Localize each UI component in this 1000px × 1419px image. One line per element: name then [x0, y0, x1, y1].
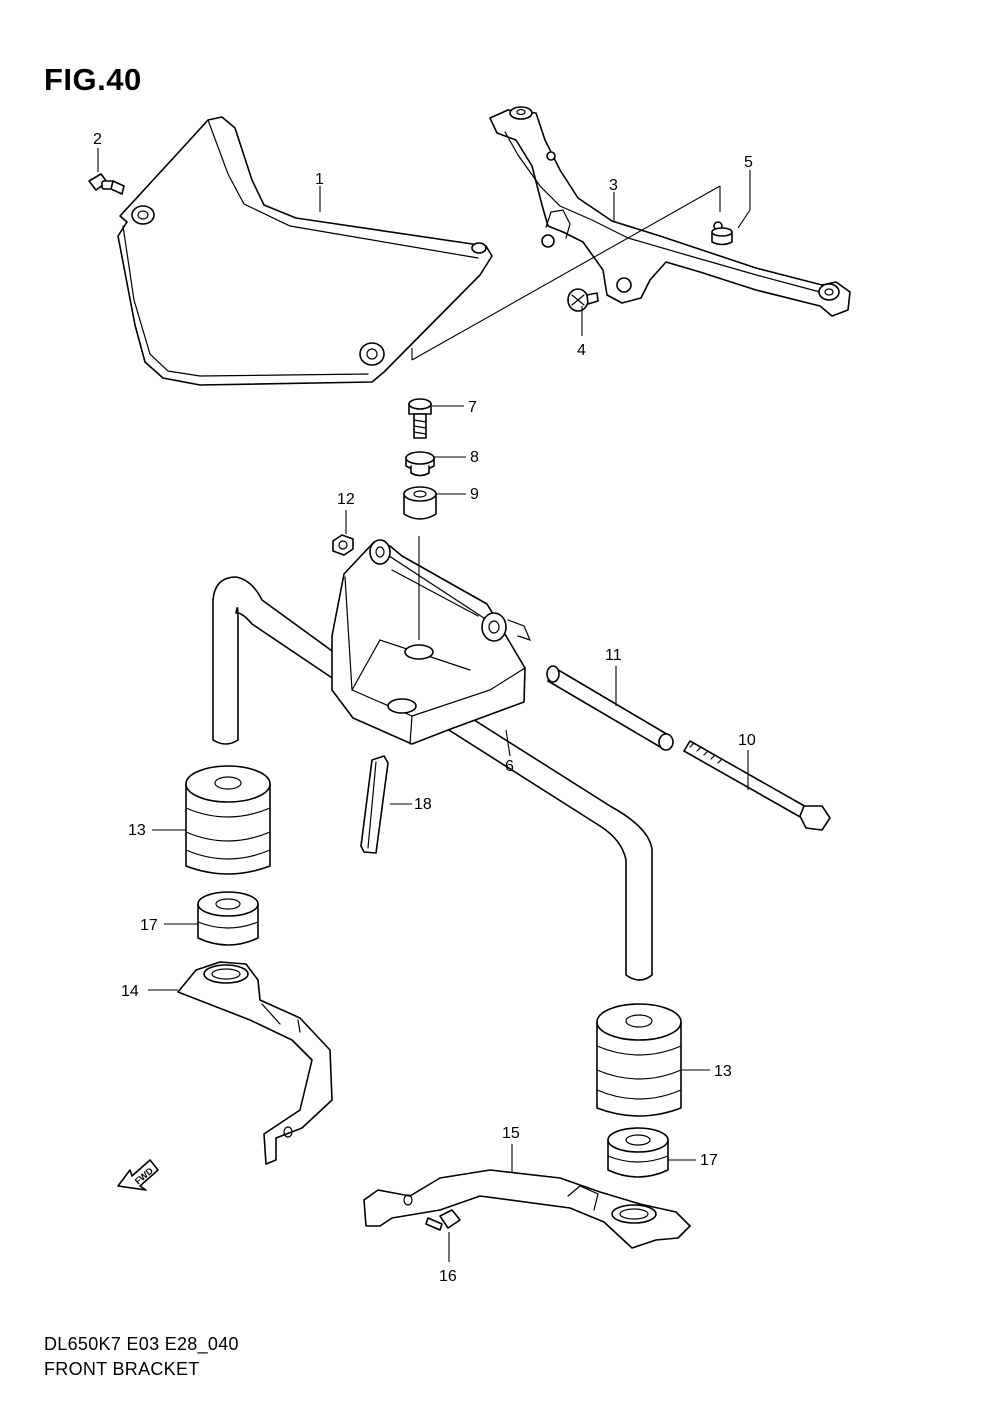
part-12-nut[interactable]: [332, 534, 354, 556]
part-10-long-bolt[interactable]: [683, 740, 831, 831]
part-17-grommet-right[interactable]: [607, 1127, 669, 1178]
callout-14: 14: [121, 983, 139, 1000]
part-9-grommet[interactable]: [403, 486, 437, 520]
callout-12: 12: [337, 491, 355, 508]
part-17-grommet-left[interactable]: [197, 891, 259, 946]
leader-lines: [97, 148, 751, 1262]
part-15-lower-bracket[interactable]: [363, 1169, 691, 1249]
callout-1: 1: [315, 171, 324, 188]
callout-17-left: 17: [140, 917, 158, 934]
part-3-bracket[interactable]: [489, 106, 851, 317]
callout-3: 3: [609, 177, 618, 194]
part-1-side-cover[interactable]: [117, 116, 493, 386]
fwd-arrow-icon: FWD: [117, 1159, 159, 1191]
callout-15: 15: [502, 1125, 520, 1142]
part-13-cushion-left[interactable]: [185, 765, 271, 875]
callout-numbers: 2 1 3 5 4 7 8 9 12 11 10 6 18 13 17 14 1…: [93, 131, 756, 1285]
callout-9: 9: [470, 486, 479, 503]
part-13-cushion-right[interactable]: [596, 1003, 682, 1117]
callout-11: 11: [605, 647, 622, 664]
part-16-bolt[interactable]: [425, 1209, 461, 1231]
callout-4: 4: [577, 342, 586, 359]
part-6-bracket-frame[interactable]: [212, 539, 653, 981]
callout-10: 10: [738, 732, 756, 749]
part-2-clip[interactable]: [88, 173, 125, 195]
part-11-spacer[interactable]: [546, 665, 674, 751]
part-5-cap[interactable]: [711, 227, 733, 246]
callout-16: 16: [439, 1268, 457, 1285]
callout-17-right: 17: [700, 1152, 718, 1169]
part-4-screw[interactable]: [567, 288, 599, 312]
callout-18: 18: [414, 796, 432, 813]
callout-8: 8: [470, 449, 479, 466]
callout-7: 7: [468, 399, 477, 416]
part-8-collar[interactable]: [405, 451, 435, 477]
callout-13-right: 13: [714, 1063, 732, 1080]
callout-2: 2: [93, 131, 102, 148]
part-18-strip[interactable]: [360, 755, 389, 854]
part-7-bolt[interactable]: [408, 398, 432, 439]
figure-title: FIG.40: [44, 62, 142, 97]
callout-5: 5: [744, 154, 753, 171]
diagram-name: FRONT BRACKET: [44, 1359, 200, 1379]
callout-6: 6: [505, 758, 514, 775]
part-14-lower-bracket[interactable]: [177, 961, 333, 1165]
diagram-code: DL650K7 E03 E28_040: [44, 1334, 239, 1354]
callout-13-left: 13: [128, 822, 146, 839]
